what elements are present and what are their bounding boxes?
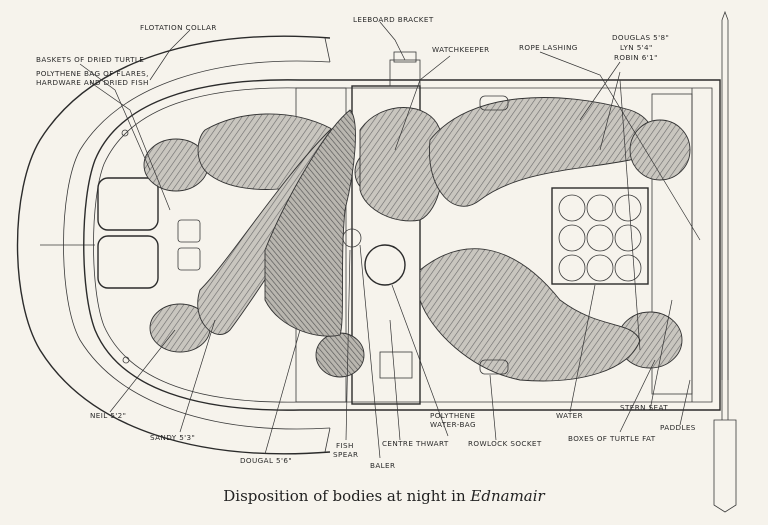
label-rope-lashing: ROPE LASHING [519, 43, 578, 52]
label-watchkeeper: WATCHKEEPER [432, 45, 490, 54]
diagram-caption: Disposition of bodies at night in Ednama… [0, 487, 768, 505]
caption-text: Disposition of bodies at night in [223, 487, 466, 505]
rowlock-socket-icon [379, 351, 413, 379]
label-paddles: PADDLES [660, 423, 696, 432]
label-boxes-of-turtle-fat: BOXES OF TURTLE FAT [568, 434, 656, 443]
bow-locker-lower [97, 235, 159, 289]
label-sandy: SANDY 5'3" [150, 433, 195, 442]
water-containers [551, 187, 649, 285]
leeboard-bracket [389, 59, 421, 87]
hull-outline [83, 79, 721, 411]
label-baler: BALER [370, 461, 395, 470]
label-fish-spear-2: SPEAR [333, 450, 358, 459]
label-fish-spear: FISH [336, 441, 354, 450]
body-watchkeeper [354, 107, 444, 222]
label-water: WATER [556, 411, 583, 420]
label-baskets: BASKETS OF DRIED TURTLE [36, 55, 144, 64]
water-bag-icon [364, 244, 406, 286]
label-dougal: DOUGAL 5'6" [240, 456, 292, 465]
body-robin [419, 248, 683, 382]
baler-icon [342, 228, 362, 248]
bow-locker-upper [97, 177, 159, 231]
label-polythene-bag: POLYTHENE BAG OF FLARES, [36, 69, 149, 78]
label-polythene-water-bag-2: WATER-BAG [430, 420, 476, 429]
label-flotation-collar: FLOTATION COLLAR [140, 23, 217, 32]
label-douglas: DOUGLAS 5'8" [612, 33, 669, 42]
body-dougal [264, 109, 365, 378]
paddle-bottom [713, 330, 737, 513]
flotation-collar [16, 35, 331, 455]
body-douglas-lyn [429, 97, 691, 207]
label-centre-thwart: CENTRE THWART [382, 439, 449, 448]
label-robin: ROBIN 6'1" [614, 53, 658, 62]
label-lyn: LYN 5'4" [620, 43, 653, 52]
paddle-top [721, 10, 729, 380]
centre-thwart [351, 85, 421, 405]
label-neil: NEIL 5'2" [90, 411, 126, 420]
leader-lines [79, 21, 701, 459]
label-polythene-water-bag: POLYTHENE [430, 411, 475, 420]
label-polythene-bag-2: HARDWARE AND DRIED FISH [36, 78, 149, 87]
label-leeboard-bracket: LEEBOARD BRACKET [353, 15, 434, 24]
label-stern-seat: STERN SEAT [620, 403, 668, 412]
collar-ring-icon [121, 129, 129, 137]
caption-boat-name: Ednamair [470, 487, 545, 505]
label-rowlock-socket: ROWLOCK SOCKET [468, 439, 542, 448]
